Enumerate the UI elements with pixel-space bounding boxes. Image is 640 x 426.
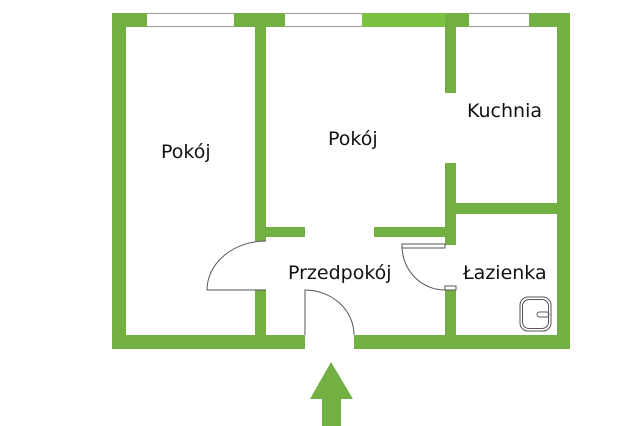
windows xyxy=(147,13,529,27)
room-label-room2: Pokój xyxy=(328,128,378,150)
door-room1 xyxy=(206,240,267,291)
window-3 xyxy=(469,13,529,27)
doors xyxy=(206,240,457,336)
entrance-arrow-icon xyxy=(310,362,353,426)
door-bathroom xyxy=(401,243,457,291)
room-label-room1: Pokój xyxy=(161,141,211,163)
room-label-hallway: Przedpokój xyxy=(288,262,392,284)
window-1 xyxy=(147,13,234,27)
shower-icon xyxy=(519,296,552,332)
room-label-bathroom: Łazienka xyxy=(463,262,547,284)
room-label-kitchen: Kuchnia xyxy=(467,100,543,122)
door-entrance xyxy=(304,289,355,336)
window-2 xyxy=(285,13,362,27)
walls xyxy=(112,13,570,349)
